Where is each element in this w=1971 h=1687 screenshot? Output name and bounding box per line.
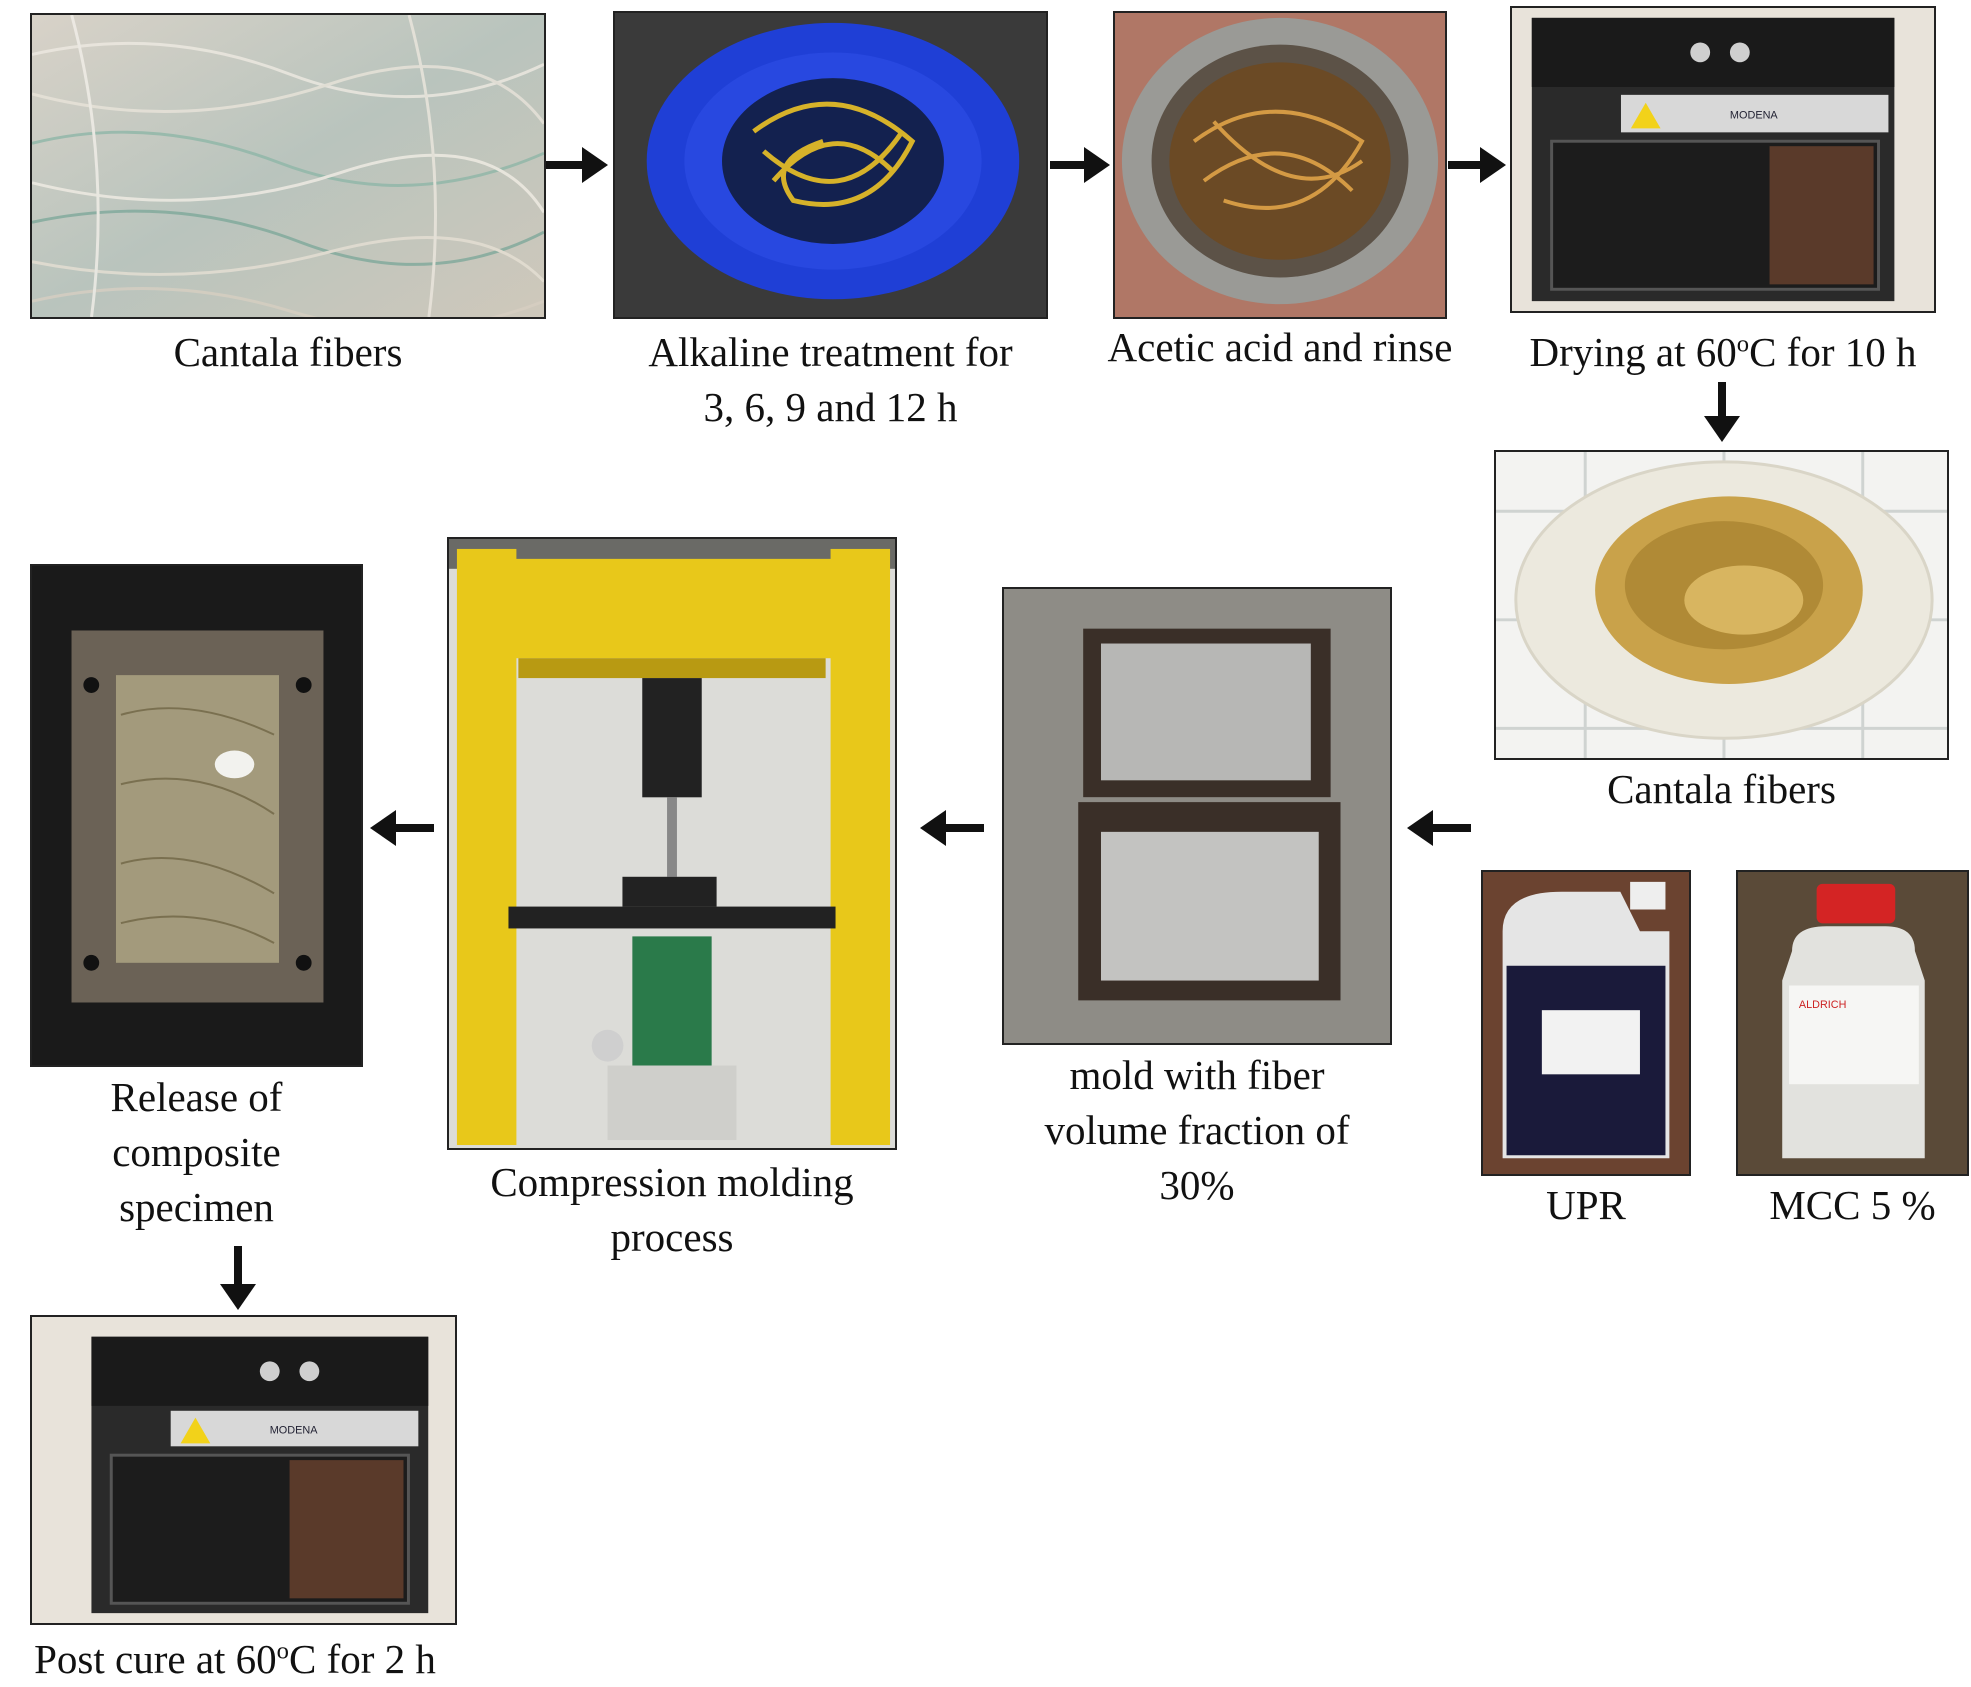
arrow-left-1 <box>1405 808 1471 848</box>
photo-compression-press <box>447 537 897 1150</box>
photo-alkaline-treatment-bowl <box>613 11 1048 319</box>
oven-brand-text: MODENA <box>1730 110 1779 122</box>
photo-mold <box>1002 587 1392 1045</box>
arrow-left-2 <box>918 808 984 848</box>
label-drying: Drying at 60oC for 10 h <box>1529 329 1917 375</box>
photo-treated-cantala-fibers <box>1494 450 1949 760</box>
photo-acetic-acid-rinse <box>1113 11 1447 319</box>
label-upr: UPR <box>1546 1182 1626 1228</box>
label-alkaline-treatment: Alkaline treatment for 3, 6, 9 and 12 h <box>648 329 1013 430</box>
arrow-right-1 <box>546 145 610 185</box>
arrow-left-3 <box>368 808 434 848</box>
arrow-down-drying <box>1702 382 1742 444</box>
photo-post-cure-oven: MODENA <box>30 1315 457 1625</box>
photo-mcc-bottle: ALDRICH <box>1736 870 1969 1176</box>
label-release-composite: Release of composite specimen <box>110 1074 283 1230</box>
photo-drying-oven: MODENA <box>1510 6 1936 313</box>
label-post-cure: Post cure at 60oC for 2 h <box>34 1636 436 1682</box>
photo-composite-specimen <box>30 564 363 1067</box>
post-cure-oven-brand-text: MODENA <box>270 1424 319 1436</box>
label-acetic-acid-rinse: Acetic acid and rinse <box>1107 324 1453 370</box>
label-treated-cantala-fibers: Cantala fibers <box>1607 766 1836 812</box>
flask-brand-text: ALDRICH <box>1799 999 1846 1011</box>
arrow-right-2 <box>1050 145 1112 185</box>
arrow-down-release <box>218 1246 258 1312</box>
label-mcc: MCC 5 % <box>1769 1182 1936 1228</box>
arrow-right-3 <box>1448 145 1508 185</box>
label-cantala-fibers: Cantala fibers <box>173 329 403 375</box>
label-compression-molding: Compression molding process <box>490 1159 854 1260</box>
photo-upr-resin <box>1481 870 1691 1176</box>
label-mold: mold with fiber volume fraction of 30% <box>1044 1052 1350 1208</box>
photo-raw-cantala-fibers <box>30 13 546 319</box>
